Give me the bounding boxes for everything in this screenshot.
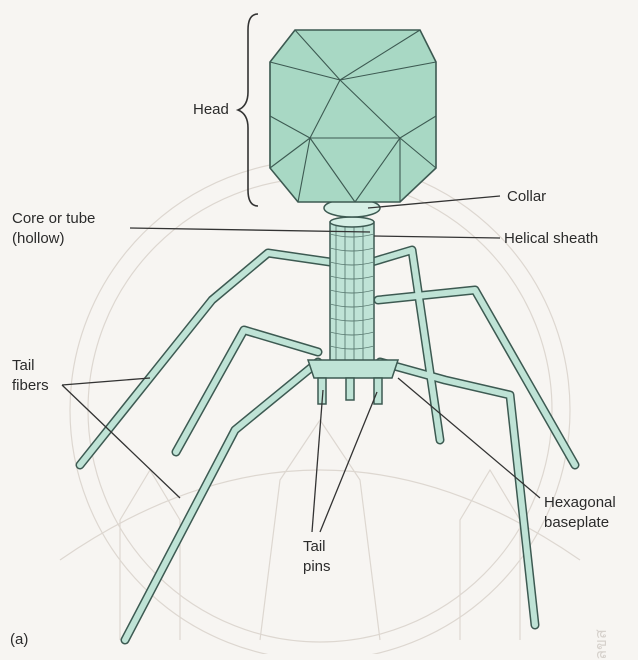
tail-fibers <box>80 250 575 640</box>
leader-lines <box>62 196 540 532</box>
label-tail-fibers-line1: Tail <box>12 356 35 375</box>
head-shape <box>270 30 436 202</box>
helical-sheath-shape <box>330 217 374 362</box>
panel-label: (a) <box>10 630 28 649</box>
label-tail-pins-line2: pins <box>303 557 331 576</box>
head-brace <box>238 14 258 206</box>
label-core-line2: (hollow) <box>12 229 65 248</box>
background-seal <box>60 160 580 654</box>
baseplate-shape <box>308 360 398 404</box>
label-helical-sheath: Helical sheath <box>504 229 598 248</box>
label-core-line1: Core or tube <box>12 209 95 228</box>
label-baseplate-line1: Hexagonal <box>544 493 616 512</box>
label-head: Head <box>193 100 229 119</box>
label-tail-fibers-line2: fibers <box>12 376 49 395</box>
label-collar: Collar <box>507 187 546 206</box>
watermark-text: ลขส <box>589 629 614 660</box>
label-baseplate-line2: baseplate <box>544 513 609 532</box>
label-tail-pins-line1: Tail <box>303 537 326 556</box>
